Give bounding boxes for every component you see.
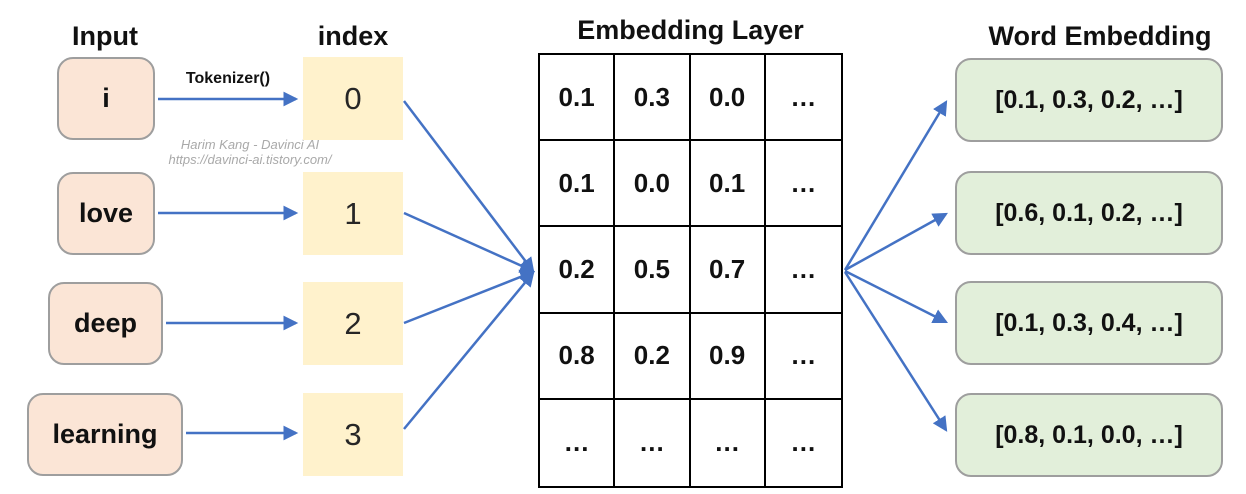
input-word-box: love xyxy=(57,172,155,255)
table-cell: 0.5 xyxy=(615,227,691,314)
word-embedding-box: [0.1, 0.3, 0.4, …] xyxy=(955,281,1223,365)
tokenizer-arrow-label: Tokenizer() xyxy=(185,70,271,87)
table-cell: 0.8 xyxy=(540,313,616,400)
table-cell: … xyxy=(691,399,766,486)
table-cell: … xyxy=(790,427,817,458)
input-word-box: deep xyxy=(48,282,163,365)
table-cell: 0.1 xyxy=(540,141,616,228)
arrow-table-to-embedding xyxy=(844,269,949,324)
word-embedding-box: [0.8, 0.1, 0.0, …] xyxy=(955,393,1223,477)
word-embedding-box: [0.1, 0.3, 0.2, …] xyxy=(955,58,1223,142)
arrow-index-to-table xyxy=(403,269,536,325)
table-cell: 0.9 xyxy=(690,313,766,400)
table-cell: 0.0 xyxy=(690,55,766,142)
word-embedding-header: Word Embedding xyxy=(988,21,1212,51)
table-cell: … xyxy=(765,141,841,228)
word-embedding-box: [0.6, 0.1, 0.2, …] xyxy=(955,171,1223,255)
table-cell: … xyxy=(765,314,841,400)
watermark-url: https://davinci-ai.tistory.com/ xyxy=(168,152,332,167)
table-cell: … xyxy=(540,399,616,486)
arrow-table-to-embedding xyxy=(843,271,948,432)
table-cell: 0.1 xyxy=(540,55,616,142)
table-cell: … xyxy=(765,227,841,314)
table-cell: … xyxy=(615,399,691,486)
arrow-table-to-embedding xyxy=(843,100,948,271)
arrow-index-to-table xyxy=(403,271,535,430)
input-word-box: i xyxy=(57,57,155,140)
table-cell: 0.1 xyxy=(690,141,766,228)
input-column-header: Input xyxy=(72,21,138,51)
arrow-table-to-embedding xyxy=(844,212,948,272)
index-column-header: index xyxy=(317,21,389,51)
table-cell: 0.2 xyxy=(540,227,616,314)
table-cell: 0.7 xyxy=(690,227,766,314)
table-cell: 0.0 xyxy=(615,141,691,228)
index-box: 3 xyxy=(303,393,403,476)
watermark: Harim Kang - Davinci AI https://davinci-… xyxy=(150,137,350,167)
table-cell: 0.2 xyxy=(615,313,691,400)
index-box: 0 xyxy=(303,57,403,140)
index-box: 1 xyxy=(303,172,403,255)
watermark-author: Harim Kang - Davinci AI xyxy=(180,137,320,152)
input-word-box: learning xyxy=(27,393,183,476)
arrow-index-to-table xyxy=(403,211,536,273)
embedding-layer-header: Embedding Layer xyxy=(577,15,804,45)
arrow-index-to-table xyxy=(403,100,535,273)
table-cell: 0.3 xyxy=(615,55,691,142)
table-cell: … xyxy=(765,55,841,142)
embedding-table: 0.1 0.3 0.0 … 0.1 0.0 0.1 … 0.2 0.5 0.7 … xyxy=(538,53,843,488)
index-box: 2 xyxy=(303,282,403,365)
